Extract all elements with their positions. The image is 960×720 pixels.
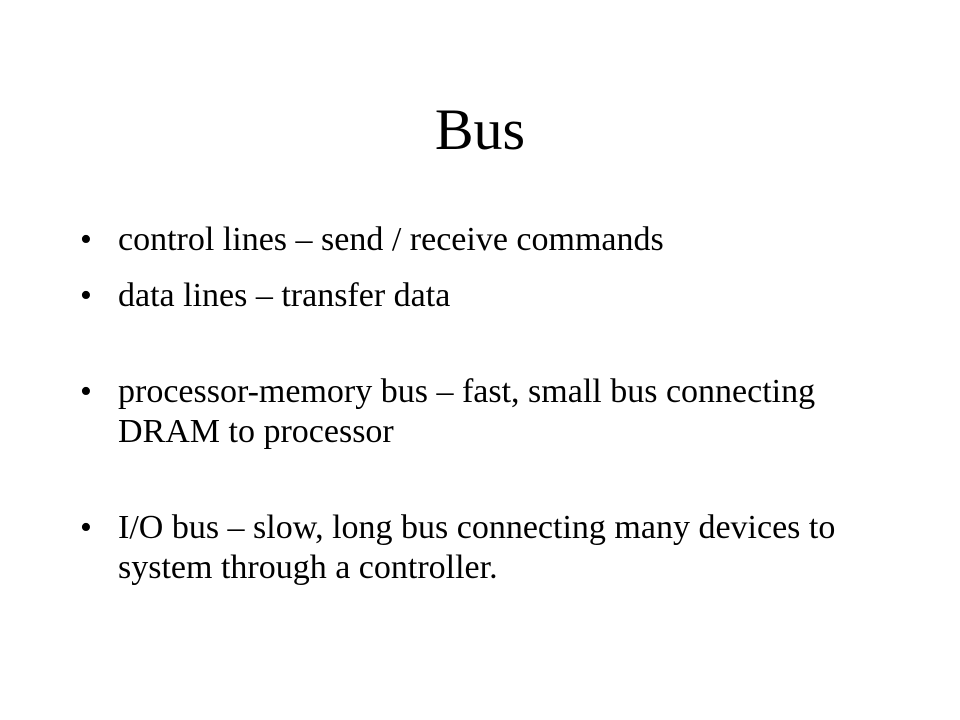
bullet-item: • processor-memory bus – fast, small bus…	[80, 372, 880, 452]
bullet-text: I/O bus – slow, long bus connecting many…	[118, 509, 836, 586]
bullet-text: data lines – transfer data	[118, 277, 451, 314]
slide-title: Bus	[434, 97, 526, 162]
bullet-text: processor-memory bus – fast, small bus c…	[118, 373, 816, 450]
bullet-icon: •	[80, 221, 92, 258]
bullet-icon: •	[80, 373, 92, 410]
bullet-item: • control lines – send / receive command…	[80, 220, 880, 260]
bullet-icon: •	[80, 277, 92, 314]
bullet-icon: •	[80, 509, 92, 546]
bullet-list: • control lines – send / receive command…	[80, 214, 880, 588]
bullet-item: • I/O bus – slow, long bus connecting ma…	[80, 508, 880, 588]
bullet-text: control lines – send / receive commands	[118, 221, 664, 258]
bullet-item: • data lines – transfer data	[80, 276, 880, 316]
